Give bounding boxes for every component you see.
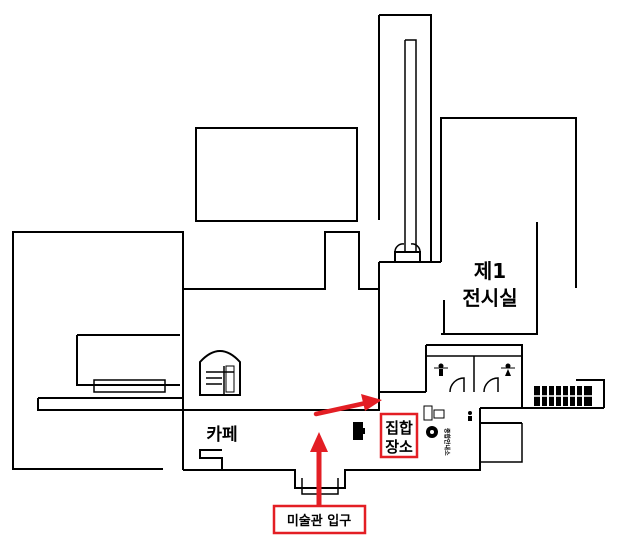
restroom-block (426, 355, 522, 393)
entrance-label: 미술관 입구 (287, 513, 351, 529)
entrance-box (272, 504, 367, 535)
west-wing-counter (93, 379, 166, 393)
gallery-label-line2: 전시실 (462, 286, 517, 310)
route-arrow-up (310, 432, 328, 509)
cafe-label: 카페 (206, 425, 237, 445)
meeting-point-line1: 집합 (385, 419, 413, 437)
info-desk-icon (353, 422, 365, 440)
staircase-icon (199, 350, 241, 396)
east-stairs-icon (534, 386, 592, 406)
gallery-label-line1: 제1 (474, 259, 506, 283)
wheelchair-icon (426, 426, 438, 438)
meeting-point-line2: 장소 (385, 438, 413, 456)
male-restroom-icon (434, 363, 448, 376)
meeting-point-box (379, 412, 419, 459)
route-arrow-diagonal (313, 394, 382, 417)
female-restroom-icon (501, 363, 515, 376)
center-corridor-wall (378, 243, 441, 392)
east-gallery-wall (378, 117, 605, 471)
west-wing-wall (12, 231, 379, 470)
small-restroom-icon (423, 405, 472, 421)
vertical-info-sign: 종합안내소 (443, 428, 451, 456)
north-corridor-wall (378, 14, 432, 263)
storage-room (195, 127, 358, 222)
